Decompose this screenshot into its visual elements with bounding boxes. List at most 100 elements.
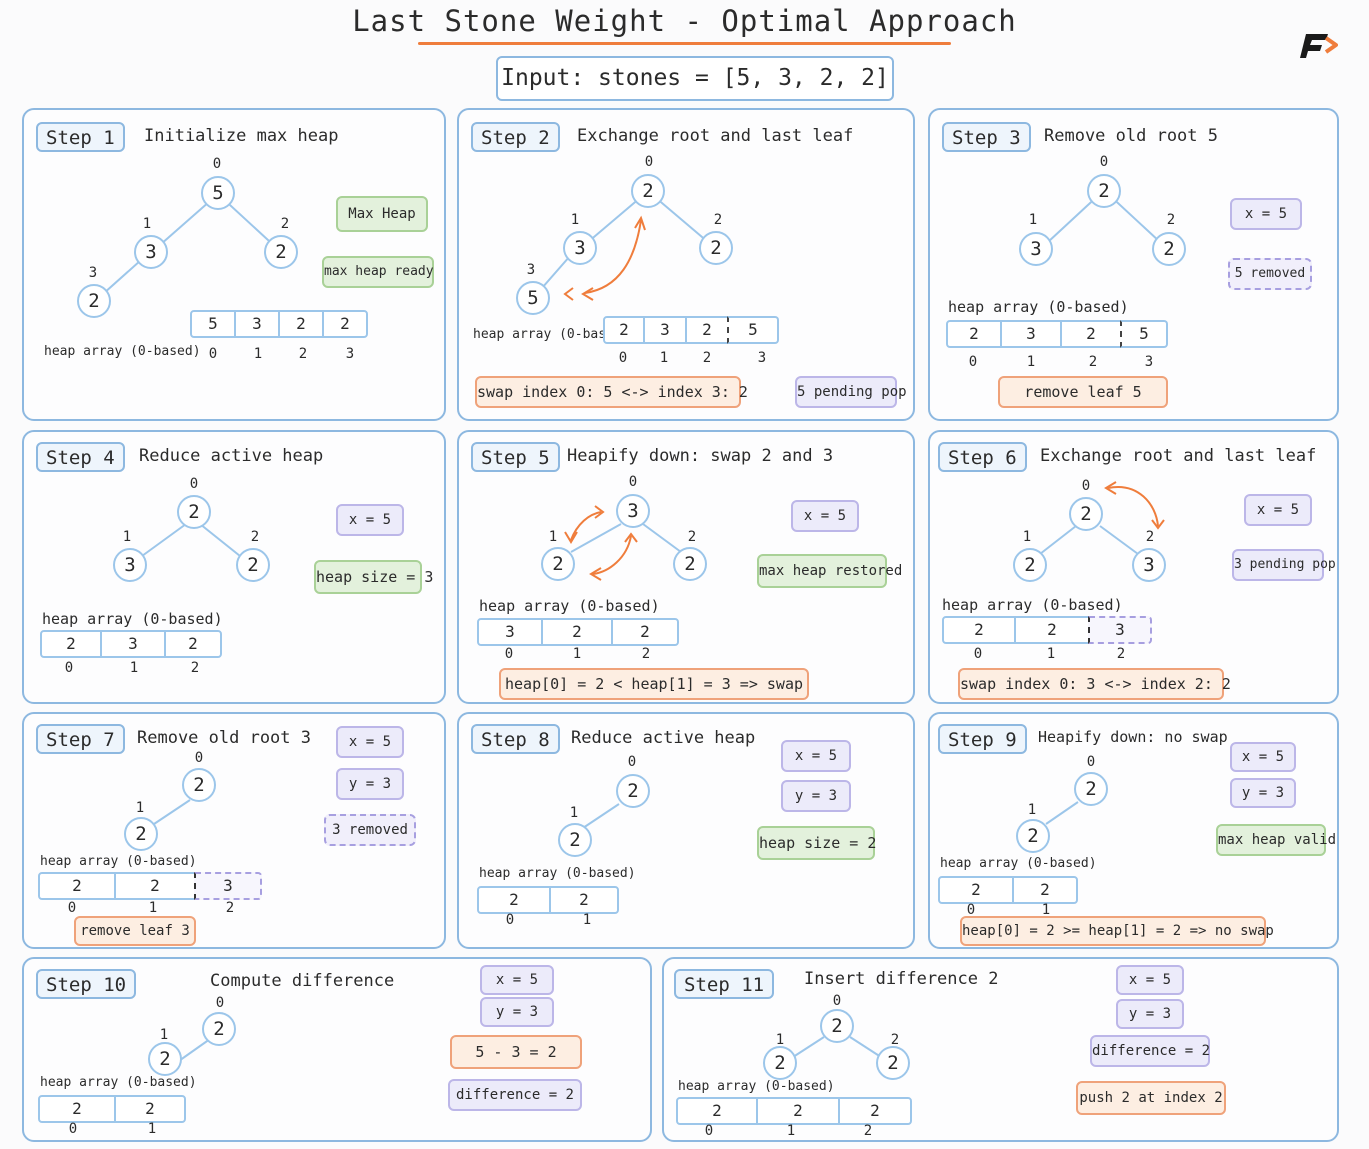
step-caption: Heapify down: no swap	[1038, 728, 1228, 746]
array-index: 2	[190, 660, 200, 676]
node-index: 0	[1081, 478, 1091, 494]
node-index: 0	[215, 995, 225, 1011]
pending-pop-tag: 5 pending pop	[795, 376, 907, 408]
node-index: 1	[775, 1032, 785, 1048]
node-index: 1	[570, 212, 580, 228]
x-value-tag: x = 5	[480, 965, 554, 995]
heap-array: 2 3 2 5	[946, 320, 1168, 348]
step-label: Step 1	[36, 122, 125, 152]
step-caption: Exchange root and last leaf	[1040, 446, 1317, 466]
array-cell: 2	[603, 316, 645, 344]
heap-node: 2	[1013, 548, 1047, 582]
heap-array-label: heap array (0-based)	[678, 1079, 835, 1094]
array-cell: 2	[946, 320, 1002, 348]
array-index: 0	[968, 354, 978, 370]
heap-node: 2	[763, 1046, 797, 1080]
node-index: 0	[194, 750, 204, 766]
title-underline	[418, 42, 951, 45]
node-index: 3	[88, 265, 98, 281]
swap-tag: swap index 0: 5 <-> index 3: 2	[475, 376, 748, 408]
status-tag: max heap valid	[1216, 824, 1336, 856]
array-cell: 3	[1088, 616, 1152, 644]
node-index: 1	[1027, 802, 1037, 818]
heap-node: 2	[264, 235, 298, 269]
step-caption: Heapify down: swap 2 and 3	[567, 446, 834, 466]
array-cell: 2	[322, 310, 368, 338]
heap-node: 3	[1019, 232, 1053, 266]
array-index: 1	[572, 646, 582, 662]
node-index: 1	[122, 529, 132, 545]
status-tag: max heap restored	[757, 554, 902, 588]
heap-node: 2	[1074, 772, 1108, 806]
heap-size-tag: heap size = 3	[314, 560, 433, 594]
swap-tag: swap index 0: 3 <-> index 2: 2	[958, 668, 1231, 700]
array-index: 0	[68, 1121, 78, 1137]
heap-node: 2	[699, 231, 733, 265]
heap-array-label: heap array (0-based)	[940, 856, 1097, 871]
node-index: 1	[569, 805, 579, 821]
y-value-tag: y = 3	[1230, 778, 1296, 808]
array-cell: 2	[938, 876, 1014, 904]
step-label: Step 7	[36, 724, 125, 754]
step-label: Step 8	[471, 724, 560, 754]
array-cell: 2	[164, 630, 222, 658]
step-3-panel: Step 3 Remove old root 5 0 1 2 2 3 2 x =…	[928, 108, 1339, 421]
heap-node: 2	[182, 768, 216, 802]
heap-node: 3	[563, 231, 597, 265]
heap-node: 2	[631, 174, 665, 208]
array-cell: 2	[38, 872, 116, 900]
node-index: 2	[1145, 529, 1155, 545]
array-index: 1	[1046, 646, 1056, 662]
step-label: Step 11	[674, 969, 775, 999]
heap-node: 2	[1016, 819, 1050, 853]
array-cell: 2	[1012, 876, 1078, 904]
x-value-tag: x = 5	[781, 740, 851, 772]
array-index: 1	[147, 1121, 157, 1137]
array-index: 0	[505, 912, 515, 928]
y-value-tag: y = 3	[336, 768, 404, 800]
push-tag: push 2 at index 2	[1076, 1081, 1226, 1115]
heap-array: 5 3 2 2	[190, 310, 368, 338]
node-index: 3	[526, 262, 536, 278]
pending-pop-tag: 3 pending pop	[1232, 549, 1336, 581]
array-index: 0	[67, 900, 77, 916]
array-cell: 5	[190, 310, 236, 338]
array-cell: 3	[1000, 320, 1062, 348]
heap-array-label: heap array (0-based)	[942, 596, 1123, 614]
heap-node: 2	[616, 774, 650, 808]
y-value-tag: y = 3	[480, 997, 554, 1027]
array-cell: 2	[838, 1097, 912, 1125]
heap-size-tag: heap size = 2	[757, 826, 876, 860]
step-caption: Reduce active heap	[139, 446, 324, 466]
step-7-panel: Step 7 Remove old root 3 0 1 2 2 x = 5 y…	[22, 712, 446, 949]
heap-node: 2	[1152, 232, 1186, 266]
node-index: 2	[1166, 212, 1176, 228]
array-cell: 3	[643, 316, 687, 344]
array-index: 2	[702, 350, 712, 366]
heap-node: 5	[201, 176, 235, 210]
compare-tag: heap[0] = 2 < heap[1] = 3 => swap	[499, 668, 809, 700]
array-cell: 2	[114, 1095, 186, 1123]
subtraction-tag: 5 - 3 = 2	[450, 1035, 582, 1069]
step-caption: Remove old root 3	[137, 728, 311, 748]
array-cell: 2	[1060, 320, 1122, 348]
array-index: 2	[1116, 646, 1126, 662]
y-value-tag: y = 3	[1116, 999, 1184, 1029]
step-4-panel: Step 4 Reduce active heap 0 1 2 2 3 2 x …	[22, 430, 446, 704]
array-cell: 5	[727, 316, 779, 344]
array-index: 0	[966, 902, 976, 918]
heap-array-label: heap array (0-based)	[473, 327, 630, 342]
step-label: Step 9	[938, 724, 1027, 754]
heap-node: 2	[177, 495, 211, 529]
heap-node: 2	[124, 817, 158, 851]
x-value-tag: x = 5	[1230, 742, 1296, 772]
array-cell: 2	[756, 1097, 840, 1125]
heap-node: 3	[113, 548, 147, 582]
heap-node: 3	[616, 494, 650, 528]
step-caption: Initialize max heap	[144, 126, 339, 146]
step-5-panel: Step 5 Heapify down: swap 2 and 3 0 1 2 …	[457, 430, 915, 704]
heap-node: 2	[876, 1046, 910, 1080]
node-index: 0	[627, 754, 637, 770]
node-index: 2	[250, 529, 260, 545]
step-10-panel: Step 10 Compute difference 0 1 2 2 x = 5…	[22, 957, 652, 1142]
